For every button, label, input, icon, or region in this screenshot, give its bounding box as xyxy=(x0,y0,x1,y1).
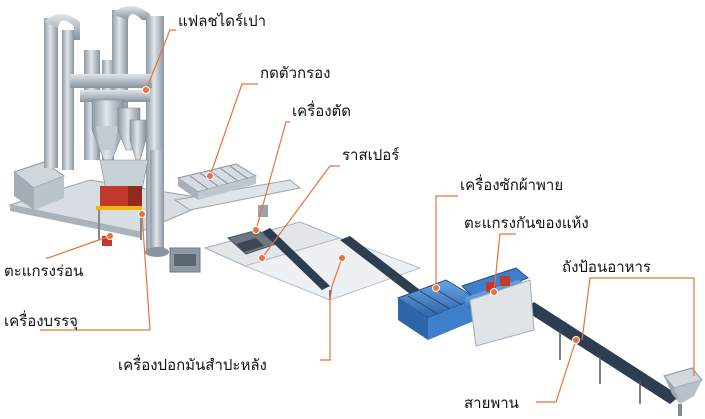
rinsing-tank xyxy=(396,279,478,340)
label-rasper: ราสเปอร์ xyxy=(342,146,400,164)
label-rinsing-machine: เครื่องซักผ้าพาย xyxy=(460,176,564,194)
sieve-drum xyxy=(461,267,535,347)
hot-air-furnace xyxy=(12,161,66,210)
filter-press-unit xyxy=(176,163,268,217)
cutter-rasper-area xyxy=(203,221,422,301)
feed-hopper-unit xyxy=(663,367,703,416)
label-peeling-machine: เครื่องปอกมันสำปะหลัง xyxy=(118,356,267,374)
flash-dryer-structure xyxy=(44,6,201,273)
label-cutter: เครื่องตัด xyxy=(292,102,352,120)
marker-dots xyxy=(106,86,580,344)
label-packing-machine: เครื่องบรรจุ xyxy=(4,312,78,330)
label-feed-hopper: ถังป้อนอาหาร xyxy=(562,258,651,276)
label-dry-sieve: ตะแกรงกันของแห้ง xyxy=(464,214,589,232)
label-flash-dryer: แฟลชไดร์เปา xyxy=(178,12,267,30)
label-conveyor: สายพาน xyxy=(464,394,519,412)
packing-unit xyxy=(96,186,142,246)
label-hot-sieve: ตะแกรงร่อน xyxy=(4,262,84,280)
label-filter-press: กดตัวกรอง xyxy=(260,64,331,82)
leader-lines xyxy=(40,29,695,403)
